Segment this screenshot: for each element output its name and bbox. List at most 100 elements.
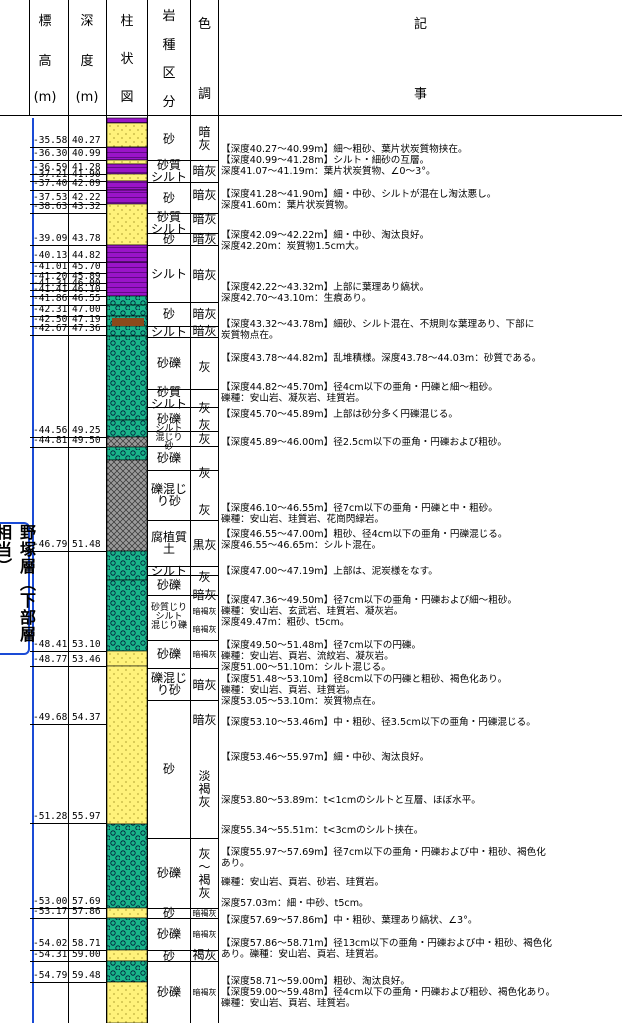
elevation-value: -42.50 (33, 314, 68, 325)
lithology-boundary (148, 337, 218, 338)
depth-boundary-line (30, 950, 106, 951)
header-text: 事 (413, 87, 427, 103)
note-entry: 【深度42.22〜43.32m】上部に葉理あり縞状。深度42.70〜43.10m… (221, 282, 430, 304)
lithology-boundary (148, 302, 218, 303)
note-entry: 深度55.34〜55.51m：t<3cmのシルト挟在。 (221, 825, 424, 836)
grid-line (68, 0, 69, 1023)
depth-value: 47.19 (72, 314, 101, 325)
column-segment (106, 419, 148, 438)
depth-value: 53.46 (72, 654, 101, 665)
lithology-label: 砂質シルト (150, 158, 187, 184)
depth-value: 59.00 (72, 949, 101, 960)
lithology-boundary (148, 908, 218, 909)
depth-boundary-line (30, 181, 106, 182)
lithology-boundary (148, 950, 218, 951)
depth-value: 43.78 (72, 233, 101, 244)
elevation-value: -37.21 (33, 169, 68, 180)
color-label: 暗灰 (192, 678, 217, 692)
depth-value: 45.89 (72, 271, 101, 282)
lithology-boundary (148, 407, 218, 408)
note-entry: 【深度49.50〜51.48m】径7cm以下の円礫。礫種：安山岩、頁岩、流紋岩、… (221, 640, 422, 673)
note-entry: 【深度43.78〜44.82m】乱堆積様。深度43.78〜44.03m：砂質であ… (221, 353, 542, 364)
lithology-boundary (148, 520, 218, 521)
lithology-label: 砂質シルト (150, 210, 187, 236)
depth-boundary-line (30, 724, 106, 725)
depth-value: 55.97 (72, 811, 101, 822)
elevation-value: -54.02 (33, 938, 68, 949)
note-entry: 【深度51.48〜53.10m】径8cm以下の円礫と粗砂、褐色化あり。礫種：安山… (221, 674, 508, 707)
lithology-boundary (148, 389, 218, 390)
depth-value: 49.25 (72, 425, 101, 436)
depth-boundary-line (30, 283, 106, 284)
note-entry: 【深度41.28〜41.90m】細・中砂、シルトが混在し淘汰悪し。深度41.60… (221, 189, 497, 211)
depth-value: 57.86 (72, 906, 101, 917)
depth-boundary-line (30, 296, 106, 297)
elevation-value: -38.63 (33, 201, 68, 212)
depth-boundary-line (30, 273, 106, 274)
color-label: 暗褐灰 (192, 987, 217, 997)
lithology-boundary (148, 431, 218, 432)
elevation-value: -39.09 (33, 233, 68, 244)
header-depth: 深 度 (m) (69, 0, 105, 115)
lithology-label: 砂礫 (156, 451, 181, 465)
header-text: 種 (162, 37, 176, 53)
grid-line (218, 0, 219, 1023)
lithology-label: 砂質じりシルト混じり礫 (150, 603, 187, 631)
depth-value: 53.10 (72, 639, 101, 650)
column-segment (106, 335, 148, 421)
color-label: 暗褐灰 (192, 908, 217, 918)
note-entry: 【深度46.10〜46.55m】径7cm以下の亜角・円礫と中・粗砂。礫種：安山岩… (221, 503, 498, 525)
depth-value: 46.10 (72, 284, 101, 295)
elevation-value: -42.31 (33, 304, 68, 315)
header-text: 標 (38, 14, 52, 30)
depth-boundary-line (30, 326, 106, 327)
header-text: 度 (80, 53, 94, 69)
note-entry: 【深度46.55〜47.00m】粗砂、径4cm以下の亜角・円礫混じる。深度46.… (221, 529, 508, 551)
depth-value: 41.28 (72, 162, 101, 173)
depth-boundary-line (30, 174, 106, 175)
note-entry: 【深度42.09〜42.22m】細・中砂、淘汰良好。深度42.20m：炭質物1.… (221, 230, 430, 252)
depth-boundary-line (30, 961, 106, 962)
elevation-value: -41.20 (33, 271, 68, 282)
elevation-value: -36.59 (33, 162, 68, 173)
lithology-boundary (148, 566, 218, 567)
column-segment (106, 180, 148, 191)
note-entry: 【深度57.86〜58.71m】径13cm以下の亜角・円礫および中・粗砂、褐色化… (221, 938, 552, 960)
grid-line (190, 0, 191, 1023)
color-label: 暗褐灰 (192, 929, 217, 939)
color-label: 暗灰 (198, 125, 211, 152)
depth-boundary-line (30, 823, 106, 824)
depth-value: 51.48 (72, 539, 101, 550)
header-text: 分 (162, 95, 176, 111)
elevation-value: -51.28 (33, 811, 68, 822)
depth-boundary-line (30, 213, 106, 214)
lithology-label: 砂礫 (156, 985, 181, 999)
column-segment (106, 579, 148, 652)
lithology-label: 砂 (162, 948, 175, 963)
column-segment (106, 665, 148, 825)
lithology-boundary (148, 838, 218, 839)
lithology-label: 砂礫 (156, 578, 181, 592)
color-label: 灰 (198, 417, 211, 432)
lithology-label: 礫混じり砂 (150, 482, 187, 508)
note-entry: 【深度45.70〜45.89m】上部は砂分多く円礫混じる。 (221, 409, 458, 420)
header-text: 調 (197, 87, 211, 103)
column-segment (106, 163, 148, 175)
depth-boundary-line (30, 204, 106, 205)
lithology-boundary (148, 245, 218, 246)
note-entry: 【深度47.36〜49.50m】径7cm以下の亜角・円礫および細〜粗砂。礫種：安… (221, 595, 518, 628)
depth-value: 46.55 (72, 293, 101, 304)
grid-line (106, 0, 107, 1023)
color-label: 暗灰 (192, 211, 217, 226)
elevation-value: -35.58 (33, 135, 68, 146)
header-text: 高 (38, 53, 52, 69)
lithology-label: 腐植質土 (150, 530, 187, 556)
column-segment (106, 650, 148, 667)
column-segment (106, 949, 148, 962)
depth-boundary-line (30, 666, 106, 667)
depth-value: 45.70 (72, 261, 101, 272)
depth-boundary-line (30, 316, 106, 317)
color-label: 暗褐灰 (192, 624, 217, 634)
depth-boundary-line (30, 160, 106, 161)
